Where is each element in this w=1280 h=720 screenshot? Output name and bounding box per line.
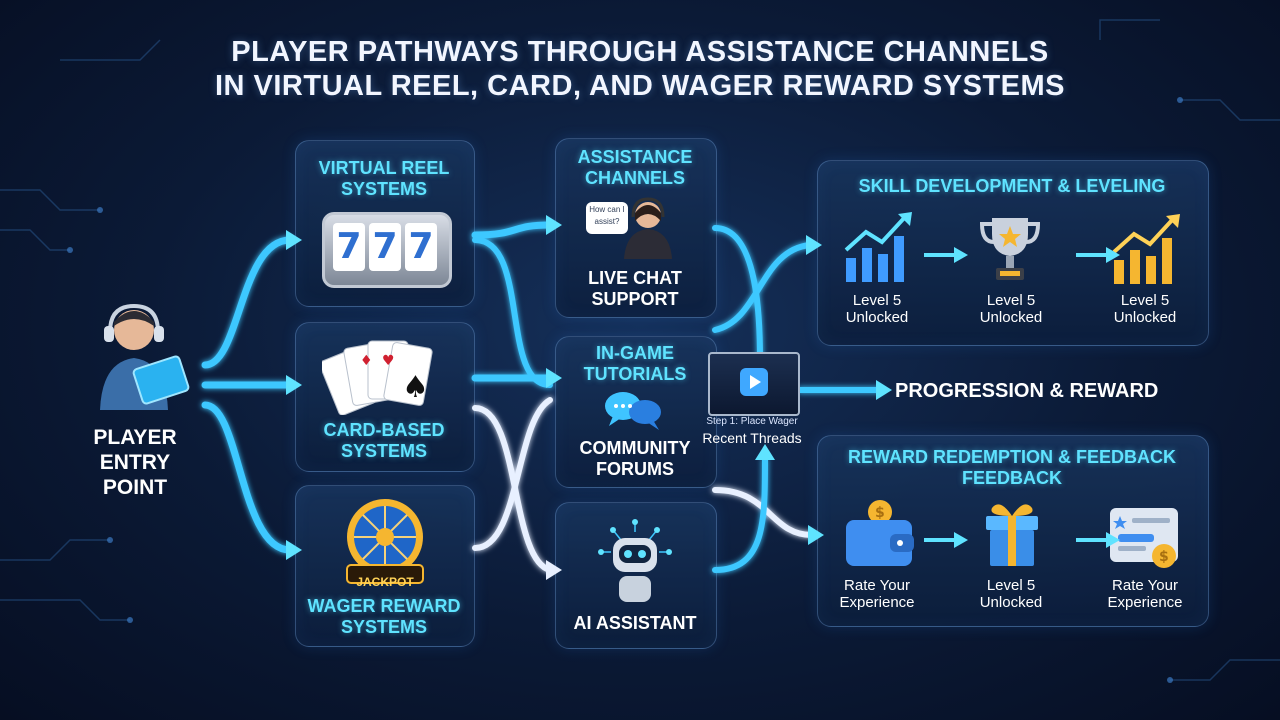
growth-chart-icon xyxy=(844,212,912,282)
play-icon xyxy=(740,368,768,396)
flow-reel-to-tutorials xyxy=(472,237,553,388)
reward-panel-title-line1: REWARD REDEMPTION & FEEDBACK xyxy=(847,447,1176,467)
title-line-2: IN VIRTUAL REEL, CARD, AND WAGER REWARD … xyxy=(214,70,1066,102)
flow-player-to-wager xyxy=(201,401,294,554)
flow-ai-to-up xyxy=(712,457,768,573)
svg-text:♠: ♠ xyxy=(402,370,429,405)
skill-item-3-line2: Unlocked xyxy=(1113,309,1177,326)
reward-panel-title-line2: FEEDBACK xyxy=(961,468,1062,488)
playing-cards-icon: ♥ ♦ ♠ xyxy=(322,340,433,415)
live-chat-label-line1: LIVE CHAT xyxy=(588,268,682,288)
flow-chat-to-skill xyxy=(712,225,763,363)
ai-robot-icon xyxy=(598,519,672,602)
reel-symbol: 7 xyxy=(405,223,437,271)
recent-threads-label: Recent Threads xyxy=(702,430,802,446)
tutorials-title-line2: TUTORIALS xyxy=(583,364,687,384)
flow-player-to-reel xyxy=(201,236,294,369)
svg-text:$: $ xyxy=(875,505,885,521)
forums-label-line1: COMMUNITY xyxy=(579,438,691,458)
player-label-line1: PLAYER xyxy=(93,426,177,449)
reward-item-3-line1: Rate Your xyxy=(1112,577,1178,594)
video-step-label: Step 1: Place Wager xyxy=(706,416,798,427)
flow-forums-to-reward xyxy=(712,487,815,538)
reward-item-2-line1: Level 5 xyxy=(986,577,1036,594)
reward-arrows xyxy=(924,532,1120,548)
video-tutorial-screen[interactable] xyxy=(708,352,800,416)
tutorials-title-line1: IN-GAME xyxy=(596,343,674,363)
flow-wager-to-ai xyxy=(472,397,553,551)
chat-bubble-line1: How can I xyxy=(589,205,625,214)
forums-label-line2: FORUMS xyxy=(596,459,674,479)
skill-item-2-line1: Level 5 xyxy=(986,292,1036,309)
assistance-title-line2: CHANNELS xyxy=(584,168,685,188)
jackpot-wheel-icon xyxy=(346,499,424,584)
skill-item-1-line1: Level 5 xyxy=(852,292,902,309)
skill-item-3-line1: Level 5 xyxy=(1120,292,1170,309)
skill-arrows xyxy=(924,247,1120,263)
skill-panel-title: SKILL DEVELOPMENT & LEVELING xyxy=(858,176,1166,196)
flow-tutorials-to-skill xyxy=(712,242,813,333)
wager-reward-title-line2: SYSTEMS xyxy=(340,617,428,637)
card-based-title-line1: CARD-BASED xyxy=(323,420,445,440)
support-agent-icon xyxy=(624,197,672,259)
gold-growth-chart-icon xyxy=(1112,214,1180,284)
virtual-reel-title-line2: SYSTEMS xyxy=(340,179,428,199)
player-headset-icon xyxy=(100,303,190,410)
skill-item-2-line2: Unlocked xyxy=(979,309,1043,326)
trophy-icon xyxy=(979,218,1041,280)
reward-item-2-line2: Unlocked xyxy=(979,594,1043,611)
flow-reel-to-chat xyxy=(471,221,554,239)
feedback-card-icon: $ xyxy=(1110,508,1178,568)
reward-item-1-line2: Experience xyxy=(839,594,915,611)
virtual-reel-title-line1: VIRTUAL REEL xyxy=(318,158,450,178)
forum-chat-bubbles-icon xyxy=(605,392,661,430)
svg-text:♥: ♥ xyxy=(382,353,395,369)
gift-box-icon xyxy=(986,504,1038,566)
reel-symbol: 7 xyxy=(333,223,365,271)
ai-assistant-panel xyxy=(555,502,717,649)
jackpot-badge: JACKPOT xyxy=(356,575,414,589)
ai-assistant-label: AI ASSISTANT xyxy=(573,613,697,633)
chat-bubble-icon: How can I assist? xyxy=(586,202,628,234)
wallet-icon: $ xyxy=(846,500,914,566)
assistance-live-chat-panel xyxy=(555,138,717,318)
wager-reward-title-line1: WAGER REWARD xyxy=(307,596,461,616)
progression-label: PROGRESSION & REWARD xyxy=(895,380,1159,402)
svg-text:$: $ xyxy=(1159,549,1169,565)
player-label-line2: ENTRY xyxy=(99,451,171,474)
card-based-title-line2: SYSTEMS xyxy=(340,441,428,461)
reward-item-3-line2: Experience xyxy=(1107,594,1183,611)
slot-machine-icon: 7 7 7 xyxy=(322,212,452,288)
svg-text:♦: ♦ xyxy=(360,353,373,369)
skill-item-1-line2: Unlocked xyxy=(845,309,909,326)
live-chat-label-line2: SUPPORT xyxy=(591,289,679,309)
player-label-line3: POINT xyxy=(102,476,168,499)
reel-symbol: 7 xyxy=(369,223,401,271)
assistance-title-line1: ASSISTANCE xyxy=(577,147,693,167)
reward-item-1-line1: Rate Your xyxy=(844,577,910,594)
chat-bubble-line2: assist? xyxy=(594,217,620,226)
title-line-1: PLAYER PATHWAYS THROUGH ASSISTANCE CHANN… xyxy=(231,36,1049,68)
